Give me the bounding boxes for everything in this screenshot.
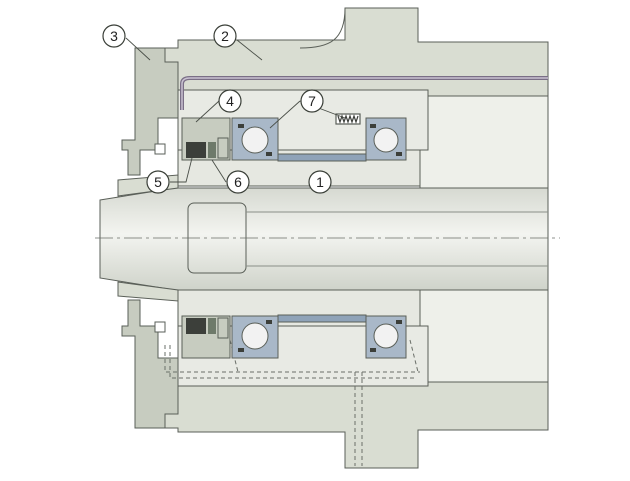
callout-4: 4 [218,89,242,113]
callout-5: 5 [146,170,170,194]
cap-screw-lower [154,321,166,333]
housing-bore-lower [419,289,549,383]
svg-text:2: 2 [221,28,229,44]
seal-assembly-lower [181,315,231,359]
svg-text:3: 3 [110,28,118,44]
preload-spring [335,113,361,125]
svg-text:4: 4 [226,93,234,109]
oil-line-upper-inner [181,77,548,110]
svg-text:1: 1 [316,174,324,190]
callout-3: 3 [102,24,126,48]
cap-screw-upper [154,143,166,155]
svg-text:5: 5 [154,174,162,190]
end-cap-lower [121,299,179,429]
callout-7: 7 [300,89,324,113]
spacer-upper [277,153,367,162]
right-bearing-lower [365,315,407,359]
callout-6: 6 [226,170,250,194]
left-bearing-lower [231,315,279,359]
housing-bore-upper [419,95,549,189]
end-cap-upper [121,47,179,176]
left-bearing-upper [231,117,279,161]
callout-1: 1 [308,170,332,194]
right-bearing-upper [365,117,407,161]
seal-assembly-upper [181,117,231,161]
callout-2: 2 [213,24,237,48]
svg-text:7: 7 [308,93,316,109]
spacer-lower [277,314,367,323]
svg-text:6: 6 [234,174,242,190]
